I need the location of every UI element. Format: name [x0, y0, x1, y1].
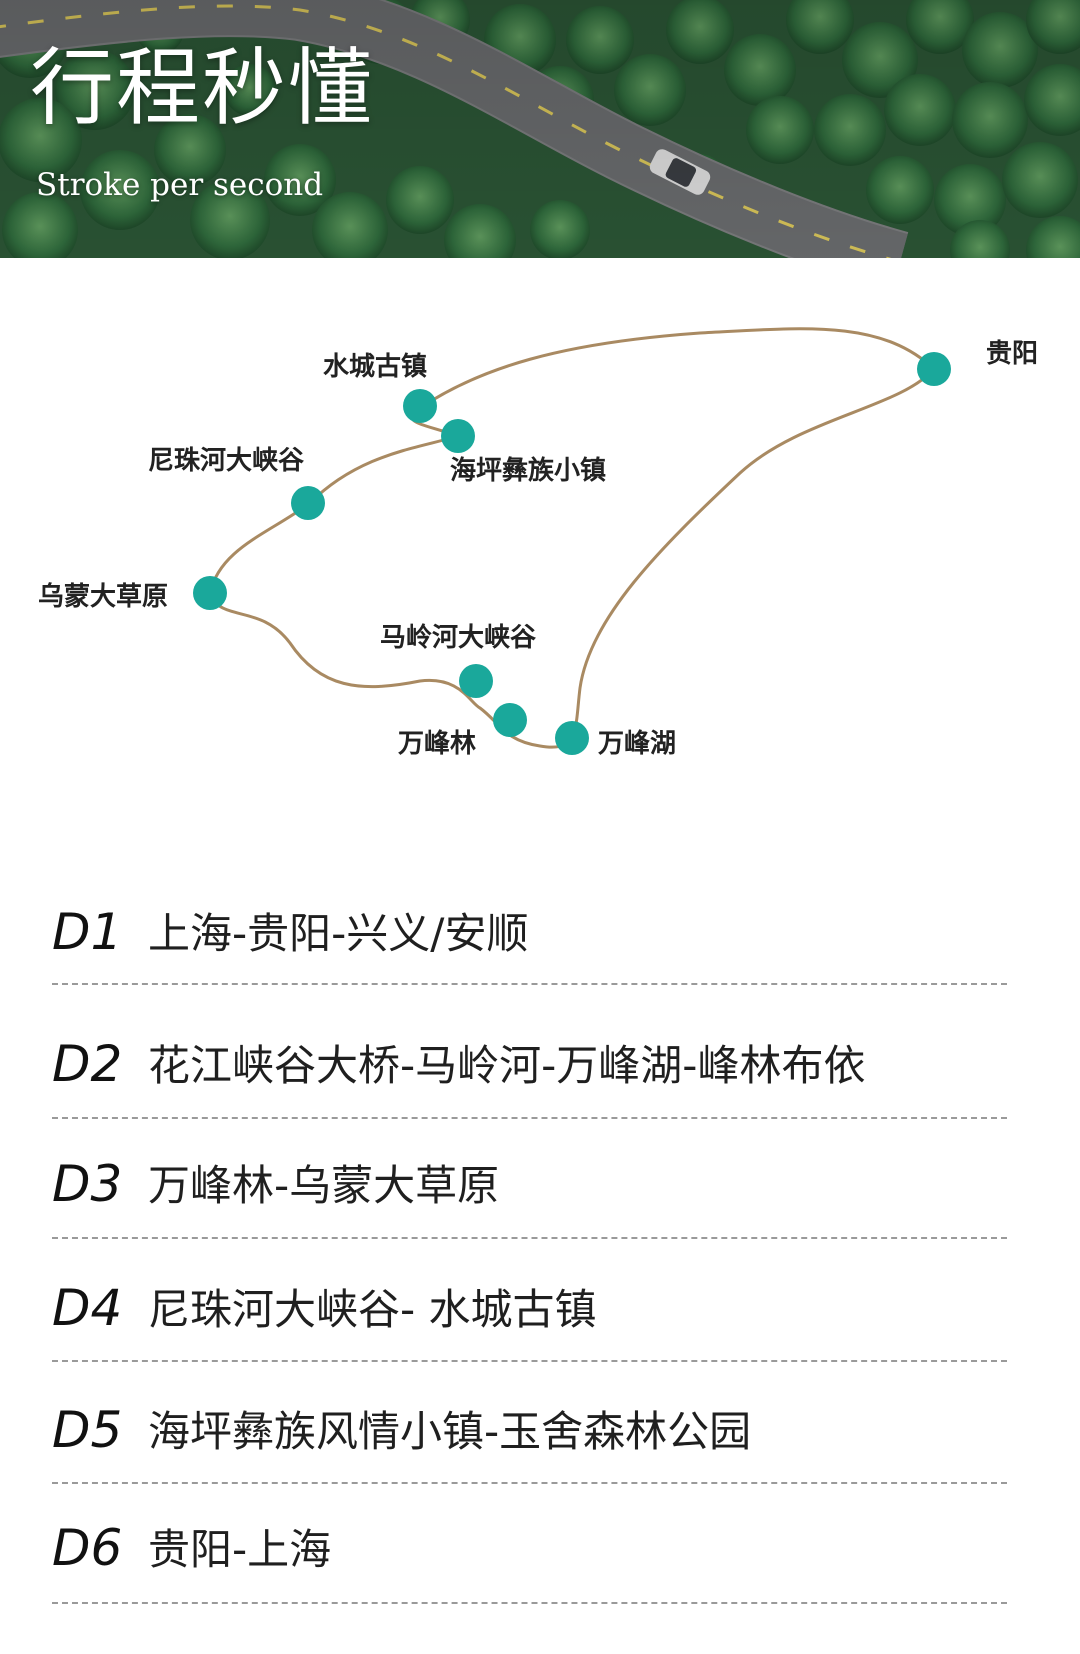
stop-label: 乌蒙大草原 [38, 582, 169, 612]
itinerary-item: D4 尼珠河大峡谷- 水城古镇 [52, 1280, 1007, 1340]
day-number: D2 [52, 1035, 123, 1093]
day-number: D5 [52, 1401, 123, 1459]
day-number: D1 [52, 903, 123, 961]
day-route: 上海-贵阳-兴义/安顺 [148, 909, 529, 958]
day-route: 万峰林-乌蒙大草原 [148, 1161, 500, 1210]
hero-banner: 行程秒懂 Stroke per second [0, 0, 1080, 258]
day-route: 花江峡谷大桥-马岭河-万峰湖-峰林布依 [148, 1041, 866, 1090]
divider [52, 1117, 1007, 1119]
day-route: 尼珠河大峡谷- 水城古镇 [148, 1285, 597, 1334]
stop-label: 水城古镇 [323, 352, 428, 382]
day-number: D3 [52, 1155, 123, 1213]
route-map-graphic [193, 327, 951, 755]
route-map: 贵阳 水城古镇 海坪彝族小镇 尼珠河大峡谷 乌蒙大草原 马岭河大峡谷 万峰林 万… [0, 258, 1080, 828]
stop-label: 海坪彝族小镇 [450, 456, 607, 486]
itinerary-item: D2 花江峡谷大桥-马岭河-万峰湖-峰林布依 [52, 1036, 1007, 1096]
stop-label: 贵阳 [986, 339, 1039, 369]
stop-node-wumeng [193, 576, 227, 610]
divider [52, 1237, 1007, 1239]
itinerary-item: D5 海坪彝族风情小镇-玉舍森林公园 [52, 1402, 1007, 1462]
stop-label: 万峰林 [398, 729, 477, 759]
divider [52, 1482, 1007, 1484]
stop-node-haiping [441, 419, 475, 453]
stop-label: 尼珠河大峡谷 [148, 446, 305, 476]
stop-node-wanfenglin [493, 703, 527, 737]
stop-node-guiyang [917, 352, 951, 386]
day-number: D4 [52, 1279, 123, 1337]
page-subtitle: Stroke per second [36, 167, 324, 203]
stop-node-malinghe [459, 664, 493, 698]
day-route: 海坪彝族风情小镇-玉舍森林公园 [148, 1407, 752, 1456]
day-route: 贵阳-上海 [148, 1525, 332, 1574]
forest-road-image [0, 0, 1080, 258]
stop-node-nizhuhe [291, 486, 325, 520]
stop-label: 万峰湖 [598, 729, 677, 759]
stop-label: 马岭河大峡谷 [380, 623, 537, 653]
itinerary-item: D6 贵阳-上海 [52, 1520, 1007, 1580]
route-line [208, 327, 936, 749]
itinerary-item: D3 万峰林-乌蒙大草原 [52, 1156, 1007, 1216]
divider [52, 1602, 1007, 1604]
page-title: 行程秒懂 [30, 39, 375, 137]
itinerary-item: D1 上海-贵阳-兴义/安顺 [52, 904, 1007, 964]
divider [52, 1360, 1007, 1362]
day-number: D6 [52, 1519, 123, 1577]
stop-node-wanfenghu [555, 721, 589, 755]
stop-node-shuicheng [403, 389, 437, 423]
divider [52, 983, 1007, 985]
